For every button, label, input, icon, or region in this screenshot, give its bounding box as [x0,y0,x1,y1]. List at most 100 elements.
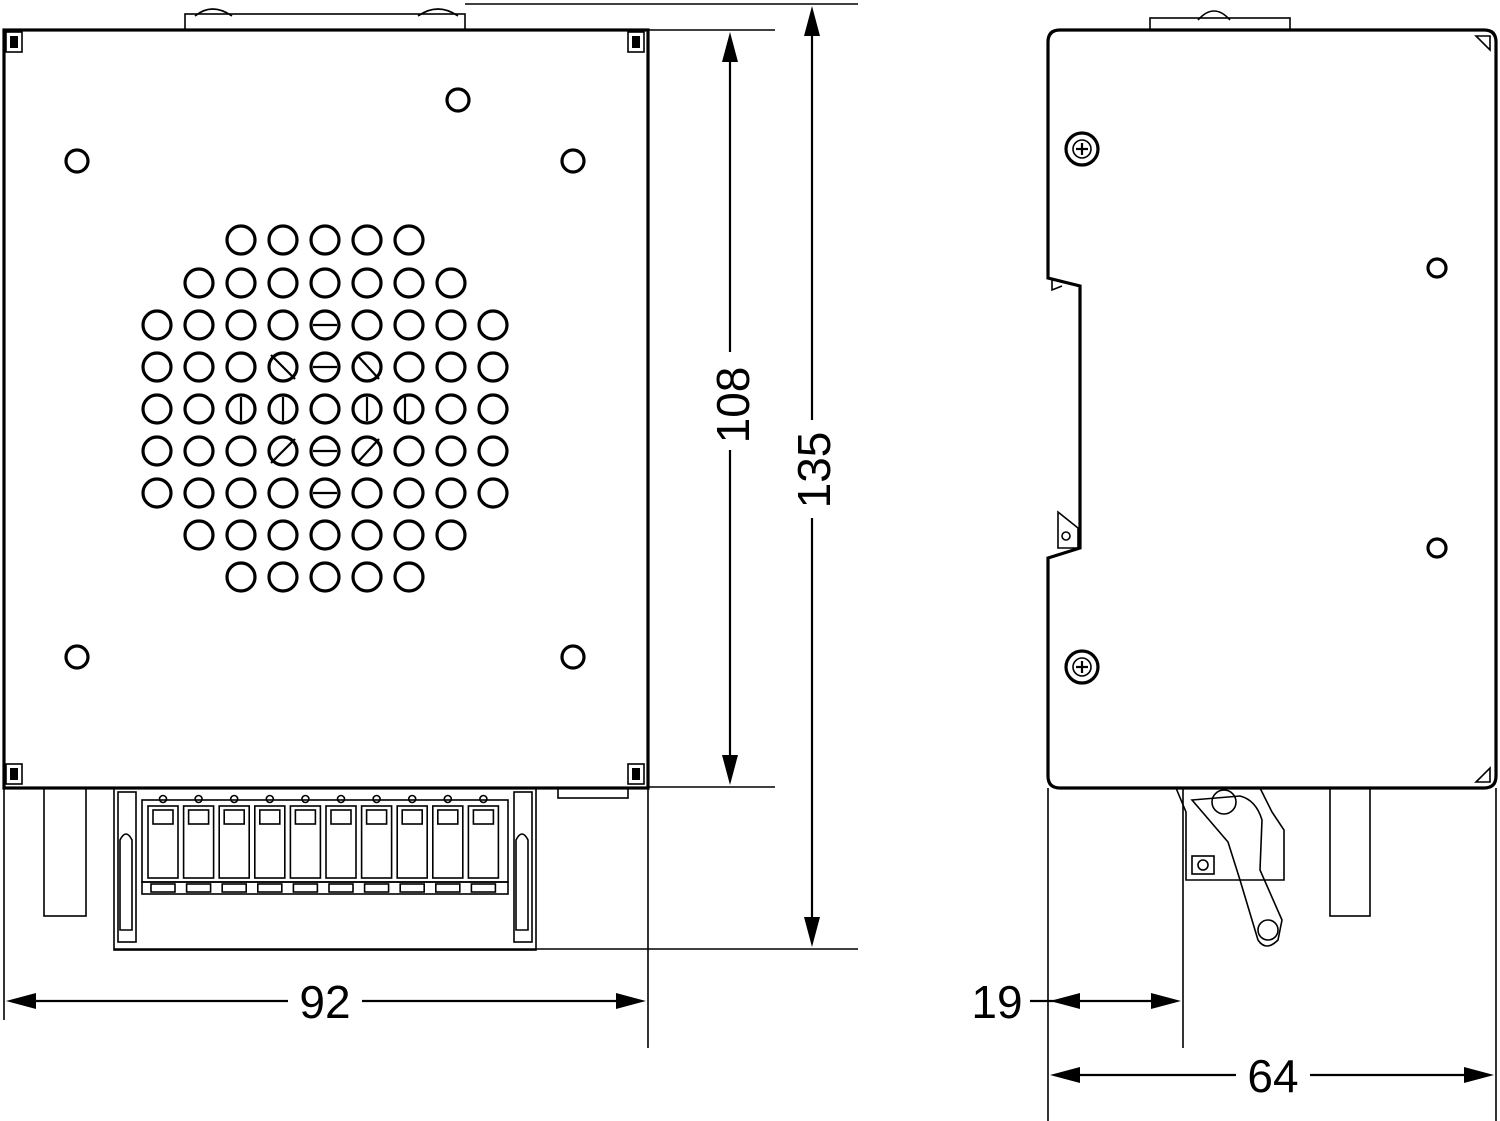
terminal-slot [147,794,179,893]
arrow-64-left [1050,1067,1080,1083]
arrow-108-bottom [722,755,738,785]
side-screws [1064,131,1100,685]
vent-hole [141,477,173,509]
terminal-slot [396,794,429,893]
vent-hole [393,351,425,383]
arrow-92-left [6,993,36,1009]
vent-hole [309,224,341,256]
vent-hole [393,309,425,341]
vent-hole [477,435,509,467]
vent-hole [351,561,383,593]
terminal-slot [182,794,215,893]
vent-hole [393,435,425,467]
vent-hole [183,393,215,425]
vent-hole [267,224,299,256]
vent-hole [477,351,509,383]
arrow-19-left [1050,993,1080,1009]
vent-hole [183,309,215,341]
vent-hole [477,309,509,341]
vent-hole [183,519,215,551]
vent-hole [477,477,509,509]
vent-hole [267,477,299,509]
vent-hole [183,351,215,383]
terminal-slot [218,794,250,893]
arrow-108-top [722,32,738,62]
vent-hole [435,393,467,425]
arrow-19-right [1151,993,1181,1009]
terminal-slot [360,794,393,893]
vent-hole [267,267,299,299]
internal-mark [356,354,380,380]
side-connector-latch [1175,787,1371,947]
internal-mark [270,438,296,464]
vent-hole [351,309,383,341]
vent-hole [393,477,425,509]
vent-hole [351,267,383,299]
vent-hole [435,477,467,509]
vent-hole [309,561,341,593]
vent-hole [141,309,173,341]
mounting-holes [64,87,586,670]
dim-offset-label: 19 [971,976,1022,1028]
vent-hole [393,267,425,299]
vent-hole [225,519,257,551]
vent-hole [267,561,299,593]
vent-hole [351,224,383,256]
dim-height-total-label: 135 [788,432,840,509]
terminal-slot [325,794,357,893]
vent-hole [225,561,257,593]
vent-grille [141,224,509,593]
terminal-slot [431,794,464,893]
arrow-64-right [1464,1067,1494,1083]
side-view [1046,10,1498,947]
vent-hole [351,477,383,509]
vent-hole [393,561,425,593]
vent-hole [393,393,425,425]
vent-hole [225,267,257,299]
vent-hole [393,224,425,256]
vent-hole [225,351,257,383]
vent-hole [183,477,215,509]
corner-brackets [5,31,645,785]
internal-mark [270,354,296,380]
vent-hole [435,519,467,551]
side-hole-bottom [1426,537,1448,559]
terminal-block [43,787,629,951]
side-hole-top [1426,257,1448,279]
vent-hole [267,309,299,341]
vent-hole [141,351,173,383]
dim-depth-label: 64 [1247,1050,1298,1102]
internal-mark [356,438,380,464]
vent-hole [183,435,215,467]
vent-hole [309,393,341,425]
vent-hole [351,519,383,551]
vent-hole [183,267,215,299]
vent-hole [435,435,467,467]
vent-hole [435,309,467,341]
arrow-135-top [804,6,820,36]
vent-hole [141,435,173,467]
terminal-slot [254,794,286,893]
vent-hole [309,267,341,299]
terminal-slot [467,794,500,893]
side-housing [1046,28,1498,790]
dim-width-label: 92 [299,976,350,1028]
top-rail-clip [184,13,466,31]
vent-hole [225,477,257,509]
arrow-135-bottom [804,917,820,947]
front-dimensions: 108 135 92 [3,3,858,1048]
front-view [2,8,650,951]
vent-hole [435,351,467,383]
vent-hole [309,519,341,551]
dim-height-inner-label: 108 [707,367,759,444]
vent-hole [267,519,299,551]
arrow-92-right [616,993,646,1009]
vent-hole [435,267,467,299]
side-top-clip [1149,17,1291,31]
vent-hole [393,519,425,551]
vent-hole [225,309,257,341]
terminal-slot [289,794,322,893]
vent-hole [141,393,173,425]
vent-hole [477,393,509,425]
